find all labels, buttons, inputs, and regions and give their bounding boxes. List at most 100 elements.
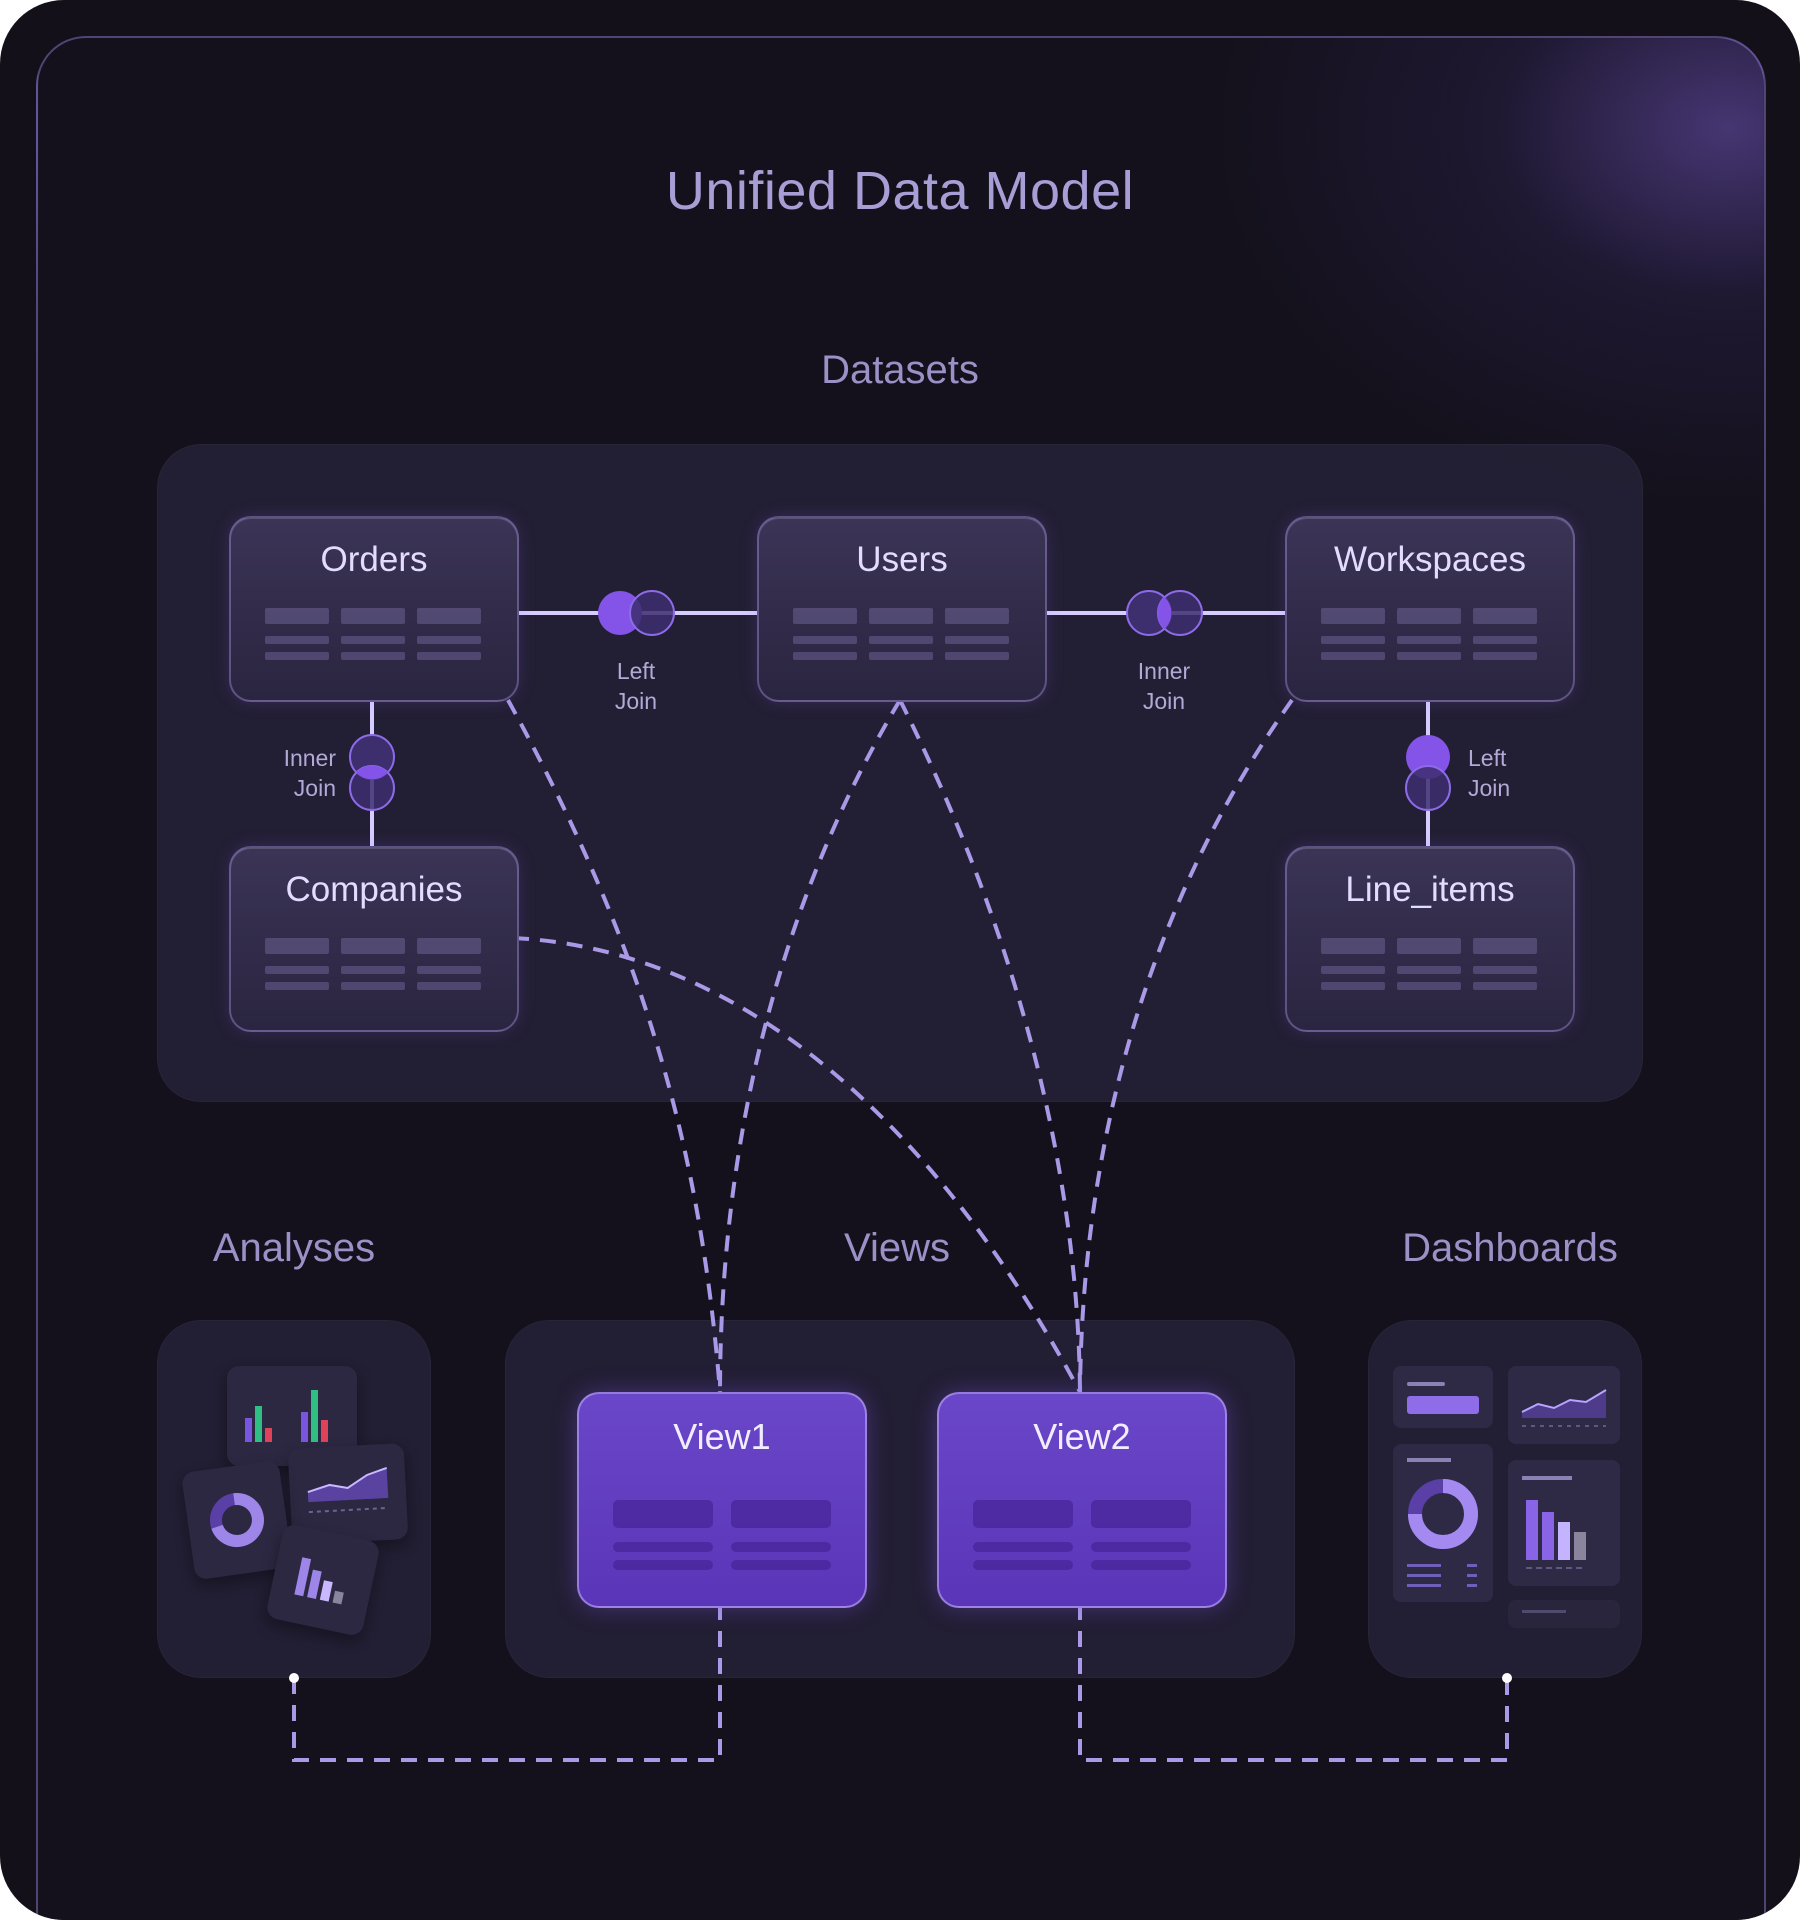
dataset-name: Companies (285, 870, 463, 909)
table-cell-placeholder (1397, 966, 1461, 974)
view-name: View2 (1033, 1416, 1131, 1457)
table-cell-placeholder (1473, 966, 1537, 974)
table-cell-placeholder (341, 636, 405, 644)
dashboard-donut-widget-icon (1393, 1444, 1493, 1602)
table-cell-placeholder (1473, 636, 1537, 644)
dataset-card-orders[interactable]: Orders (229, 516, 519, 702)
view-field-placeholder (973, 1500, 1073, 1528)
area-chart-card-icon (287, 1443, 409, 1545)
table-cell-placeholder (1397, 636, 1461, 644)
table-cell-placeholder (341, 652, 405, 660)
table-cell-placeholder (1321, 982, 1385, 990)
table-cell-placeholder (417, 938, 481, 954)
join-word-label: Join (614, 688, 658, 714)
join-word-label: Join (293, 775, 336, 801)
table-cell-placeholder (869, 652, 933, 660)
join-word-label: Join (1468, 775, 1511, 801)
dashboard-footer-widget-icon (1508, 1600, 1620, 1628)
view-field-placeholder (1091, 1542, 1191, 1552)
table-cell-placeholder (265, 966, 329, 974)
view-field-placeholder (973, 1560, 1073, 1570)
table-cell-placeholder (417, 608, 481, 624)
join-label-orders-companies: Inner Join (256, 743, 336, 803)
view-field-placeholder (731, 1560, 831, 1570)
table-cell-placeholder (417, 966, 481, 974)
table-cell-placeholder (1321, 966, 1385, 974)
table-cell-placeholder (1397, 938, 1461, 954)
table-cell-placeholder (793, 652, 857, 660)
section-analyses-label: Analyses (212, 1226, 376, 1270)
table-cell-placeholder (1473, 938, 1537, 954)
join-type-label: Left (1468, 745, 1507, 771)
join-type-label: Inner (283, 745, 336, 771)
join-label-orders-users: Left Join (596, 656, 676, 716)
dataset-name: Workspaces (1334, 540, 1526, 579)
table-cell-placeholder (417, 982, 481, 990)
dashboard-bar-widget-icon (1508, 1460, 1620, 1586)
table-rows-placeholder (793, 608, 1011, 672)
table-cell-placeholder (1321, 938, 1385, 954)
table-rows-placeholder (265, 608, 483, 672)
table-cell-placeholder (1397, 608, 1461, 624)
section-datasets-label: Datasets (821, 348, 979, 392)
table-cell-placeholder (265, 636, 329, 644)
view-field-placeholder (613, 1542, 713, 1552)
table-cell-placeholder (793, 636, 857, 644)
table-cell-placeholder (341, 938, 405, 954)
join-label-users-workspaces: Inner Join (1124, 656, 1204, 716)
view-card-view1[interactable]: View1 (577, 1392, 867, 1608)
dataset-card-line-items[interactable]: Line_items (1285, 846, 1575, 1032)
table-cell-placeholder (793, 608, 857, 624)
dataset-name: Users (856, 540, 948, 579)
table-cell-placeholder (869, 608, 933, 624)
table-cell-placeholder (1473, 982, 1537, 990)
table-cell-placeholder (1473, 608, 1537, 624)
view-field-placeholder (973, 1542, 1073, 1552)
table-cell-placeholder (945, 608, 1009, 624)
table-cell-placeholder (265, 982, 329, 990)
donut-chart-card-icon (180, 1459, 294, 1581)
table-cell-placeholder (945, 636, 1009, 644)
dashboard-line-widget-icon (1508, 1366, 1620, 1444)
section-dashboards-label: Dashboards (1402, 1226, 1618, 1270)
table-cell-placeholder (945, 652, 1009, 660)
table-rows-placeholder (265, 938, 483, 1002)
table-cell-placeholder (1321, 652, 1385, 660)
table-cell-placeholder (417, 636, 481, 644)
view-field-placeholder (731, 1542, 831, 1552)
table-cell-placeholder (265, 938, 329, 954)
section-views-label: Views (844, 1226, 950, 1270)
table-cell-placeholder (869, 636, 933, 644)
table-cell-placeholder (1473, 652, 1537, 660)
join-type-label: Left (616, 658, 656, 684)
table-cell-placeholder (417, 652, 481, 660)
table-cell-placeholder (341, 966, 405, 974)
view-field-placeholder (1091, 1500, 1191, 1528)
view-field-placeholder (1091, 1560, 1191, 1570)
dashboard-kpi-widget-icon (1393, 1366, 1493, 1428)
view-name: View1 (673, 1416, 771, 1457)
dataset-card-companies[interactable]: Companies (229, 846, 519, 1032)
view-field-placeholder (613, 1560, 713, 1570)
table-cell-placeholder (341, 982, 405, 990)
view-field-placeholder (613, 1500, 713, 1528)
table-cell-placeholder (1397, 982, 1461, 990)
dataset-name: Line_items (1345, 870, 1515, 909)
dataset-card-users[interactable]: Users (757, 516, 1047, 702)
join-word-label: Join (1142, 688, 1186, 714)
table-cell-placeholder (265, 608, 329, 624)
dataset-card-workspaces[interactable]: Workspaces (1285, 516, 1575, 702)
view-field-placeholder (731, 1500, 831, 1528)
table-cell-placeholder (1321, 636, 1385, 644)
table-rows-placeholder (1321, 938, 1539, 1002)
view-card-view2[interactable]: View2 (937, 1392, 1227, 1608)
diagram-title: Unified Data Model (665, 161, 1135, 221)
join-label-workspaces-line-items: Left Join (1468, 743, 1548, 803)
table-cell-placeholder (341, 608, 405, 624)
table-cell-placeholder (265, 652, 329, 660)
table-cell-placeholder (1321, 608, 1385, 624)
dataset-name: Orders (320, 540, 428, 579)
column-chart-card-icon (265, 1522, 381, 1638)
join-type-label: Inner (1137, 658, 1191, 684)
